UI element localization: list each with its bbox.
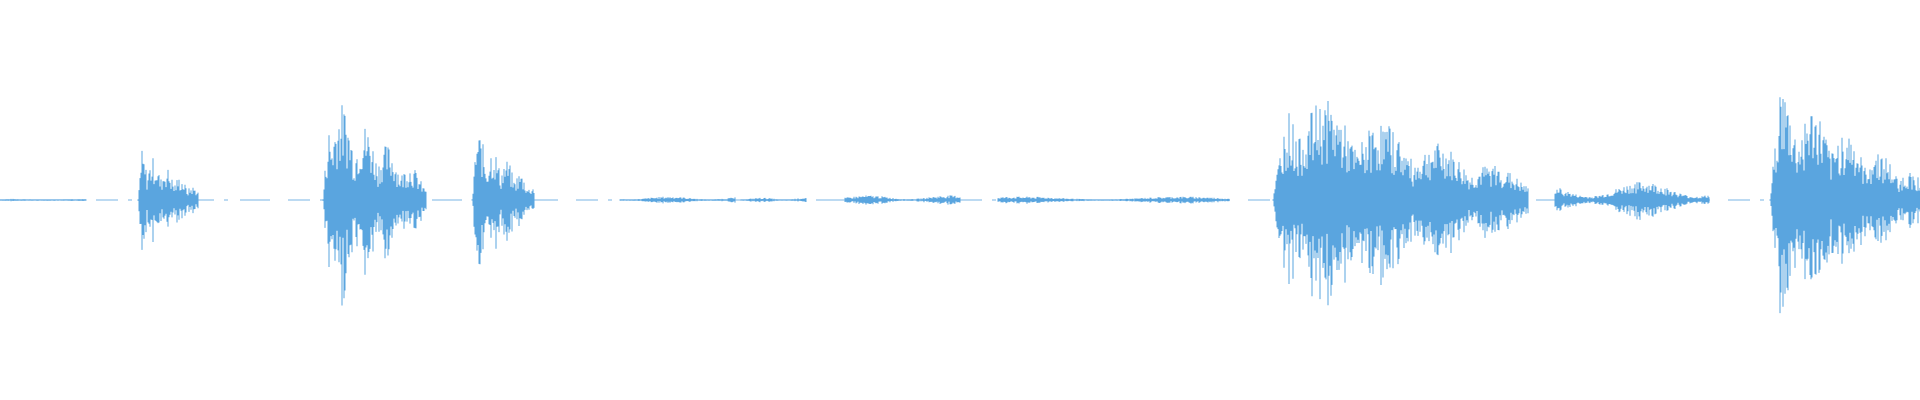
- waveform-segment: [0, 198, 87, 202]
- waveform-segment: [137, 150, 199, 250]
- waveform-segment: [619, 196, 736, 204]
- waveform-segment: [322, 105, 427, 306]
- waveform-segment: [1554, 182, 1710, 220]
- waveform-group: [0, 97, 1920, 314]
- waveform-segment: [997, 196, 1230, 204]
- waveform-segment: [740, 197, 807, 203]
- waveform-segment: [471, 140, 535, 265]
- waveform-segment: [1769, 97, 1920, 314]
- waveform-segment: [1272, 101, 1529, 306]
- waveform-segment: [844, 195, 961, 205]
